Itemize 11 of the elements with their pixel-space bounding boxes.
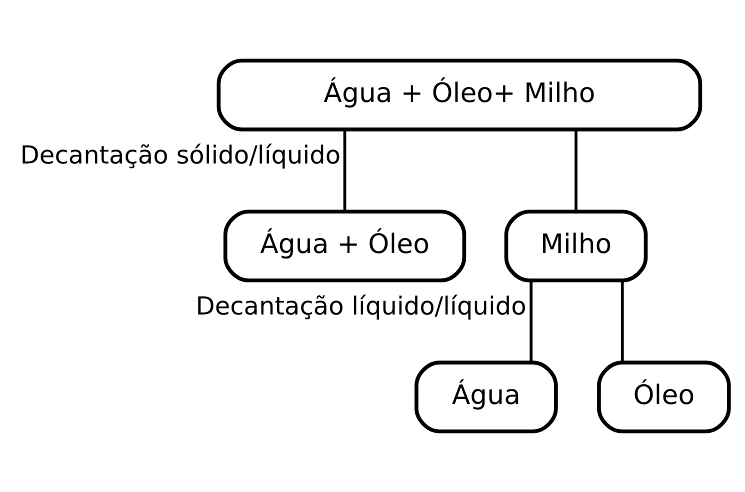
node-box: Água + Óleo bbox=[223, 210, 466, 282]
node-box: Milho bbox=[504, 210, 648, 282]
edge-label: Decantação sólido/líquido bbox=[20, 140, 341, 170]
connector bbox=[574, 130, 578, 212]
connector bbox=[343, 130, 346, 212]
connector bbox=[530, 281, 533, 362]
connector bbox=[620, 281, 624, 362]
node-box: Água + Óleo+ Milho bbox=[216, 58, 702, 132]
node-box: Água bbox=[414, 360, 558, 434]
node-box: Óleo bbox=[597, 360, 731, 434]
edge-label: Decantação líquido/líquido bbox=[196, 292, 526, 321]
